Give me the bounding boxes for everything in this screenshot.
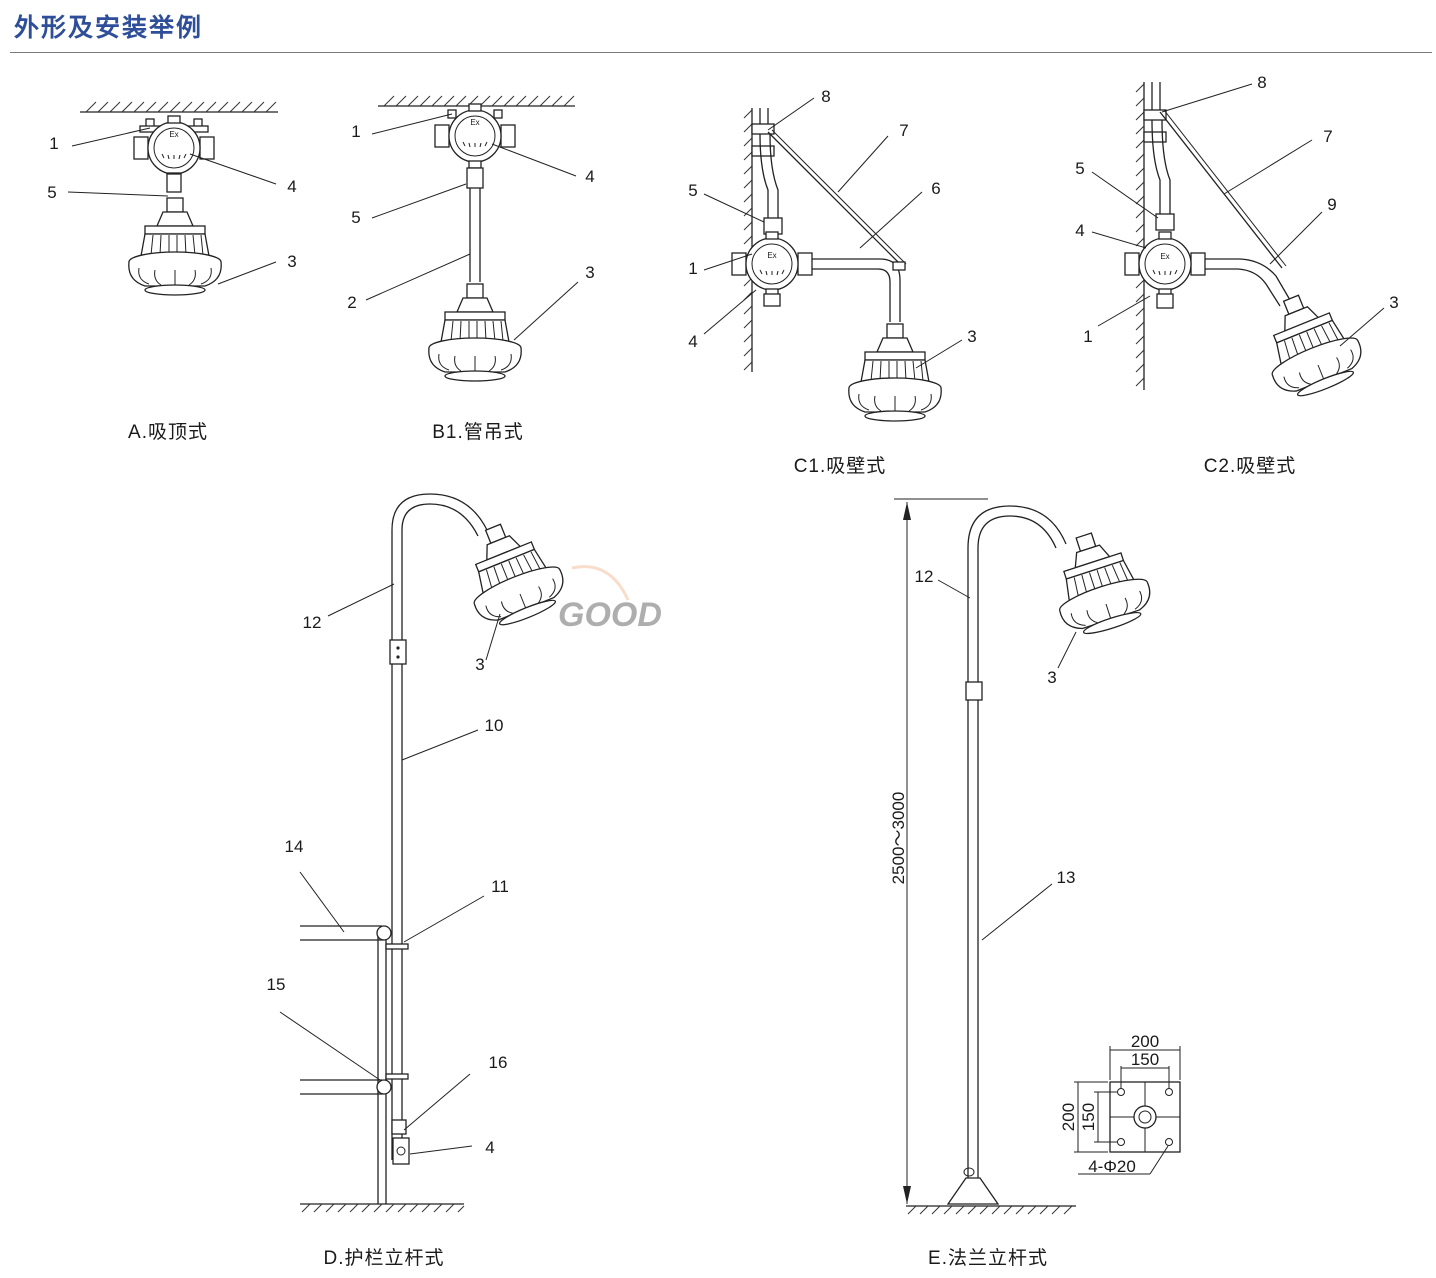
diagram-e-flange-pole: 2500～3000 12 3 13	[889, 498, 1181, 1269]
label-c1-5: 5	[688, 181, 697, 200]
diagram-c1-wall-mount: Ex 8 7 6 5 1 4 3 C1.吸壁式	[688, 87, 976, 477]
label-c2-9: 9	[1327, 195, 1336, 214]
label-e-13: 13	[1057, 868, 1076, 887]
label-c1-7: 7	[899, 121, 908, 140]
page-header: 外形及安装举例	[0, 0, 1436, 56]
label-c1-8: 8	[821, 87, 830, 106]
label-d-3: 3	[475, 655, 484, 674]
label-c2-8: 8	[1257, 73, 1266, 92]
label-d-15: 15	[267, 975, 286, 994]
header-divider	[10, 52, 1432, 53]
diagram-d-railing-pole: 12 3 10 14 11 15 16 4 D.护栏立杆式	[267, 493, 573, 1269]
watermark-logo: GOOD	[558, 565, 662, 634]
label-c2-3: 3	[1389, 293, 1398, 312]
label-a-1: 1	[49, 134, 58, 153]
flange-plate-detail: 200 150 200 150 4-Φ20	[1059, 1032, 1181, 1176]
watermark-text: GOOD	[558, 596, 662, 634]
label-c2-5: 5	[1075, 159, 1084, 178]
label-c1-6: 6	[931, 179, 940, 198]
caption-a: A.吸顶式	[128, 421, 208, 443]
label-c2-1: 1	[1083, 327, 1092, 346]
label-a-5: 5	[47, 183, 56, 202]
dim-flange-outer-height: 200	[1059, 1103, 1078, 1131]
label-b1-5: 5	[351, 208, 360, 227]
dim-flange-inner-height: 150	[1079, 1103, 1098, 1131]
ex-mark: Ex	[470, 118, 479, 127]
dim-flange-inner-width: 150	[1131, 1050, 1159, 1069]
label-d-11: 11	[491, 877, 509, 896]
dim-bolt-holes: 4-Φ20	[1088, 1157, 1136, 1176]
label-c1-1: 1	[688, 259, 697, 278]
label-b1-4: 4	[585, 167, 594, 186]
ex-mark: Ex	[169, 130, 178, 139]
page-title: 外形及安装举例	[14, 13, 204, 42]
caption-c1: C1.吸壁式	[794, 455, 887, 477]
diagram-a-ceiling-mount: Ex 1 5 4 3 A.吸顶式	[47, 101, 297, 443]
label-b1-1: 1	[351, 122, 360, 141]
label-d-14: 14	[285, 837, 304, 856]
ex-mark: Ex	[767, 251, 776, 260]
label-c1-4: 4	[688, 332, 697, 351]
label-c1-3: 3	[967, 327, 976, 346]
label-e-3: 3	[1047, 668, 1056, 687]
label-d-4: 4	[485, 1138, 494, 1157]
label-a-4: 4	[287, 177, 296, 196]
label-d-10: 10	[485, 716, 504, 735]
caption-d: D.护栏立杆式	[323, 1247, 444, 1269]
label-d-12: 12	[303, 613, 322, 632]
caption-b1: B1.管吊式	[432, 421, 524, 443]
label-b1-2: 2	[347, 293, 356, 312]
label-c2-7: 7	[1323, 127, 1332, 146]
label-a-3: 3	[287, 252, 296, 271]
dim-flange-outer-width: 200	[1131, 1032, 1159, 1051]
label-d-16: 16	[489, 1053, 508, 1072]
height-dimension: 2500～3000	[889, 792, 908, 885]
label-c2-4: 4	[1075, 221, 1084, 240]
label-e-12: 12	[915, 567, 934, 586]
caption-e: E.法兰立杆式	[928, 1247, 1048, 1269]
label-b1-3: 3	[585, 263, 594, 282]
diagram-c2-wall-mount: Ex 8 7 5 4 9 1 3 C2.吸壁式	[1075, 73, 1398, 477]
ex-mark: Ex	[1160, 252, 1169, 261]
diagram-b1-pipe-pendant: Ex 1 5 2 4 3 B1.管吊式	[347, 95, 595, 443]
caption-c2: C2.吸壁式	[1204, 455, 1297, 477]
